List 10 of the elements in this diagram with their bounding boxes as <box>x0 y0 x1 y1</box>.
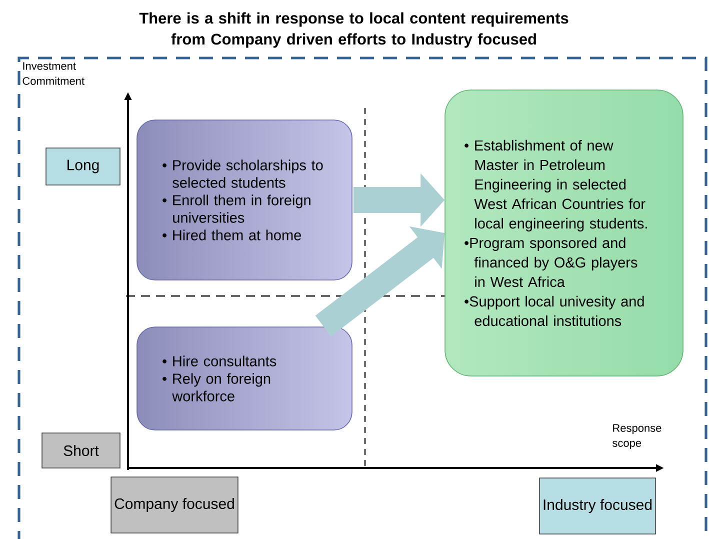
strategy-box: • Hire consultants • Rely on foreign workforce <box>136 326 352 430</box>
axis-label: Investment Commitment <box>22 62 84 85</box>
level-box: Company focused <box>110 476 238 534</box>
level-box: Industry focused <box>539 478 656 534</box>
strategy-box: • Provide scholarships to selected students • Enroll them in foreign universities • Hired them at home <box>136 120 352 280</box>
strategy-box: • Establishment of new Master in Petroleum Engineering in selected West African Countries for local engineering students. •Program sponsored and financed by O&G players in West Africa •Support local univesity and educational institutions <box>444 90 684 376</box>
axis-label: Response scope <box>612 424 662 450</box>
title: There is a shift in response to local content requirements from Company driven efforts to Industry focused <box>139 12 568 48</box>
level-box: Long <box>46 148 120 186</box>
level-box: Short <box>42 432 120 468</box>
